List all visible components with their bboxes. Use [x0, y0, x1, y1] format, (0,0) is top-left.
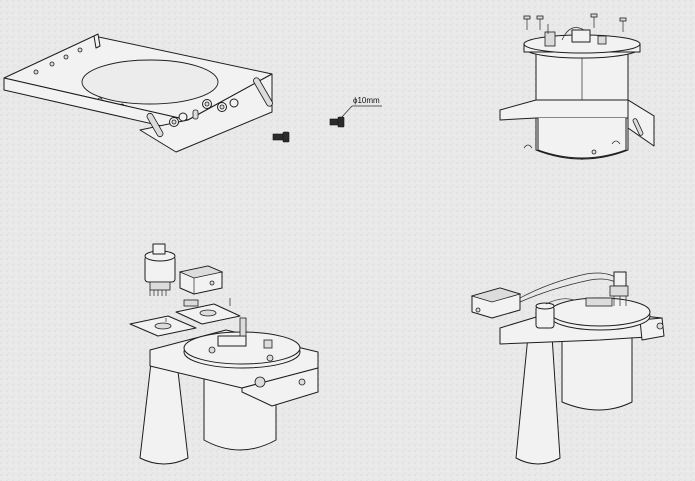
cone-right: [515, 335, 561, 465]
panel-bracket: ϕ10mm: [3, 33, 382, 153]
panel-exploded-assembly: [129, 243, 319, 465]
panel-final-assembly: [470, 271, 665, 465]
panel-cylinder-mounted: [499, 13, 655, 160]
lid-parts: [208, 317, 274, 362]
top-screws: [523, 13, 627, 32]
lid-components: [544, 24, 607, 47]
clip-right: [611, 140, 621, 145]
screw-left-icon: [272, 131, 290, 143]
bracket-center-hole: [81, 59, 219, 105]
screw-right-icon: [329, 116, 345, 128]
cone-left: [139, 353, 189, 465]
mount-bracket-flange: [627, 99, 655, 147]
cylinder-final: [561, 329, 633, 411]
bracket-back-edge: [93, 33, 101, 49]
diameter-label: ϕ10mm: [353, 96, 380, 105]
sensor-final: [535, 302, 555, 329]
junction-box-final: [470, 287, 522, 319]
sensor-module: [144, 243, 176, 296]
connector-final: [609, 271, 629, 306]
flange-features: [146, 77, 273, 138]
callout-leader: [340, 105, 353, 119]
junction-box: [178, 265, 224, 295]
cable-1: [519, 272, 623, 299]
clip-left: [523, 144, 533, 149]
